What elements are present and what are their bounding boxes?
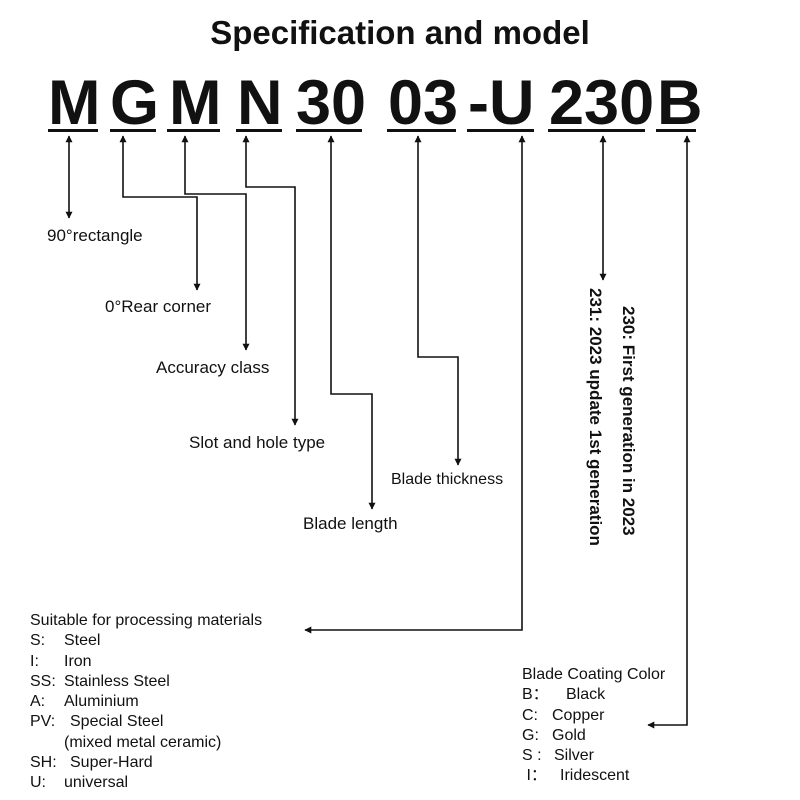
code-30-length: 30 [296, 68, 367, 138]
label-generation-230: 230: First generation in 2023 [619, 306, 638, 536]
list-item: (mixed metal ceramic) [64, 733, 222, 751]
list-item: U:universal [30, 774, 129, 792]
list-item: I：Iridescent [522, 767, 630, 785]
label-blade-thickness: Blade thickness [391, 471, 504, 488]
code-03-thickness: 03 [388, 68, 459, 138]
list-item: B：Black [522, 686, 606, 704]
code-n-slot: N [237, 68, 283, 138]
label-rear-corner: 0°Rear corner [105, 297, 212, 316]
underline-230 [548, 129, 645, 132]
label-rectangle: 90°rectangle [47, 226, 143, 245]
arrow-coating [647, 135, 691, 729]
arrow-accuracy [181, 135, 250, 351]
list-item: G:Gold [522, 726, 586, 744]
arrow-blade-length [327, 135, 376, 510]
underline-03 [387, 129, 456, 132]
code-u-material: -U [468, 68, 535, 138]
list-item: SS:Stainless Steel [30, 672, 170, 690]
code-g-rear-angle: G [110, 68, 160, 138]
code-b-coating: B [657, 68, 703, 138]
arrow-slot-hole [242, 135, 299, 426]
underline-n [236, 129, 282, 132]
arrow-blade-thickness [414, 135, 462, 466]
underline-m-accuracy [167, 129, 220, 132]
underline-u [467, 129, 534, 132]
list-item: I:Iron [30, 652, 92, 670]
list-item: A:Aluminium [30, 693, 139, 711]
coating-legend: Blade Coating Color B：Black C:Copper G:G… [522, 665, 665, 787]
label-blade-length: Blade length [303, 514, 398, 533]
code-m-shape: M [48, 68, 101, 138]
arrow-material [304, 135, 526, 634]
materials-heading: Suitable for processing materials [30, 612, 263, 629]
underline-b [656, 129, 696, 132]
list-item: S :Silver [522, 747, 595, 765]
page-title: Specification and model [210, 14, 590, 51]
code-m-accuracy: M [169, 68, 222, 138]
label-slot-hole-type: Slot and hole type [189, 433, 326, 452]
underline-g [110, 129, 156, 132]
underline-m-shape [48, 129, 98, 132]
list-item: S:Steel [30, 632, 101, 650]
code-230-generation: 230 [549, 68, 655, 138]
label-generation-231: 231: 2023 update 1st generation [586, 288, 605, 546]
label-accuracy-class: Accuracy class [156, 358, 270, 377]
list-item: PV:Special Steel [30, 713, 164, 731]
underline-30 [296, 129, 362, 132]
materials-legend: Suitable for processing materials S:Stee… [30, 611, 262, 794]
list-item: C:Copper [522, 706, 605, 724]
coating-heading: Blade Coating Color [522, 666, 666, 683]
list-item: SH:Super-Hard [30, 754, 153, 772]
arrow-rear-corner [119, 135, 201, 291]
